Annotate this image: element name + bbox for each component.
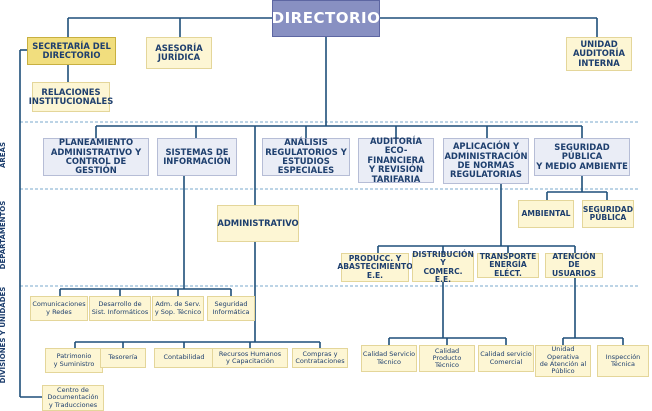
directorio-box: DIRECTORIO — [272, 0, 380, 37]
auditoria-interna-box: UNIDAD AUDITORÍA INTERNA — [566, 37, 632, 71]
tesoreria-box: Tesorería — [100, 348, 146, 368]
inspeccion-box: Inspección Técnica — [597, 345, 649, 377]
seguridad-medio-ambiente-box: SEGURIDAD PÚBLICA Y MEDIO AMBIENTE — [534, 138, 630, 176]
auditoria-eco-box: AUDITORÍA ECO-FINANCIERA Y REVISIÓN TARI… — [358, 136, 434, 183]
rrhh-box: Recursos Humanos y Capacitación — [212, 348, 288, 368]
calidad-comercial-box: Calidad servicio Comercial — [478, 345, 534, 372]
centro-documentacion-box: Centro de Documentación y Traducciones — [42, 385, 104, 411]
asesoria-box: ASESORÍA JURÍDICA — [146, 37, 212, 69]
side-label-departamentos: DEPARTAMENTOS — [0, 200, 7, 270]
secretaria-box: SECRETARÍA DEL DIRECTORIO — [27, 37, 116, 65]
transporte-box: TRANSPORTE ENERGÍA ELÉCT. — [477, 252, 539, 278]
desarrollo-box: Desarrollo de Sist. Informáticos — [89, 296, 151, 321]
side-label-areas: ÁREAS — [0, 141, 7, 169]
ambiental-box: AMBIENTAL — [518, 200, 574, 228]
planeamiento-box: PLANEAMIENTO ADMINISTRATIVO Y CONTROL DE… — [43, 137, 149, 176]
comunicaciones-box: Comunicaciones y Redes — [30, 296, 88, 321]
patrimonio-box: Patrimonio y Suministro — [45, 348, 103, 373]
unidad-operativa-box: Unidad Operativa de Atención al Público — [535, 345, 591, 377]
atencion-box: ATENCIÓN DE USUARIOS — [545, 252, 603, 278]
calidad-producto-box: Calidad Producto Técnico — [419, 345, 475, 372]
aplicacion-box: APLICACIÓN Y ADMINISTRACIÓN DE NORMAS RE… — [443, 138, 529, 184]
contabilidad-box: Contabilidad — [154, 348, 214, 368]
adm-serv-box: Adm. de Serv. y Sop. Técnico — [152, 296, 204, 321]
relaciones-box: RELACIONES INSTITUCIONALES — [29, 82, 113, 112]
seg-informatica-box: Seguridad Informática — [207, 296, 255, 321]
seguridad-publica-box: SEGURIDAD PÚBLICA — [582, 200, 634, 228]
compras-box: Compras y Contrataciones — [292, 348, 348, 368]
side-label-divisiones: DIVISIONES Y UNIDADES — [0, 286, 7, 384]
administrativo-box: ADMINISTRATIVO — [217, 205, 299, 242]
calidad-servicio-box: Calidad Servicio Técnico — [361, 345, 417, 372]
analisis-box: ANÁLISIS REGULATORIOS Y ESTUDIOS ESPECIA… — [262, 137, 350, 176]
distribucion-box: DISTRIBUCIÓN Y COMERC. E.E. — [412, 249, 474, 284]
sistemas-box: SISTEMAS DE INFORMACIÓN — [157, 138, 237, 176]
producc-box: PRODUCC. Y ABASTECIMIENTO E.E. — [337, 253, 413, 282]
